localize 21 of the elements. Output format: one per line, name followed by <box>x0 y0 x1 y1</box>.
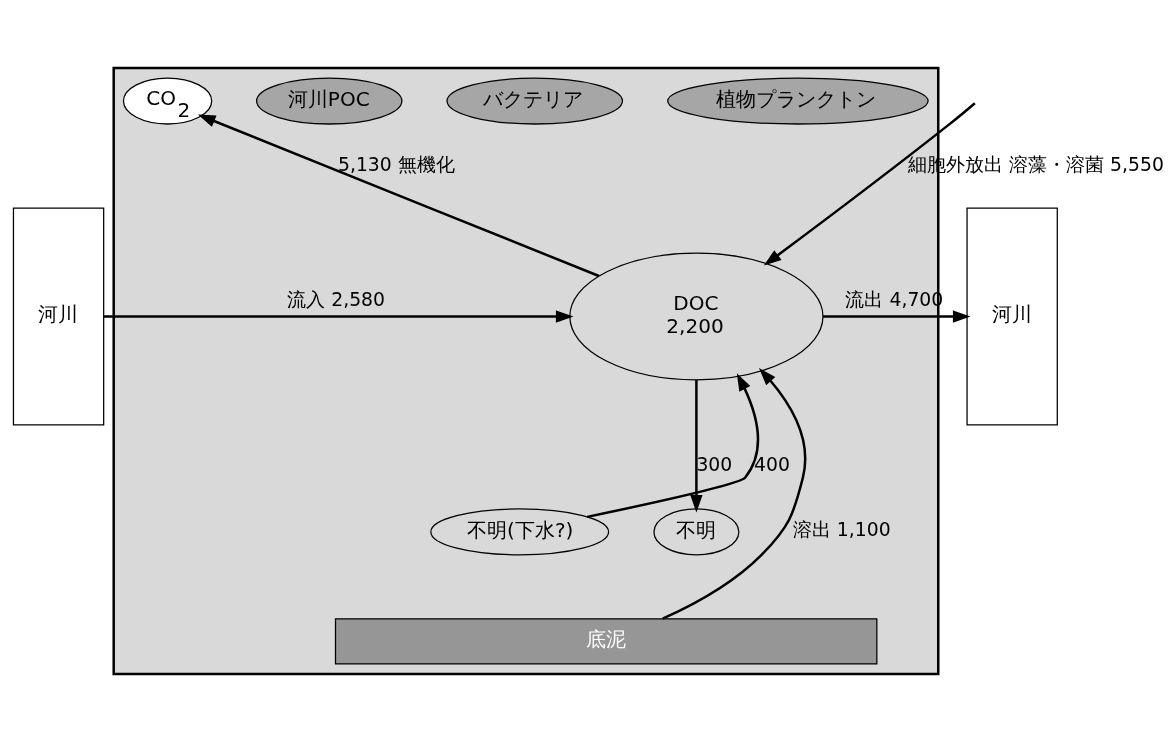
node-box: 底泥 <box>334 617 878 665</box>
node-ellipse: 不明 <box>653 507 740 555</box>
node-ellipse: 河川POC <box>255 77 403 125</box>
edge-label: 流入 2,580 <box>287 288 386 310</box>
edge-label: 5,130 無機化 <box>338 153 455 174</box>
node-box: 河川 <box>12 206 105 425</box>
node-ellipse: 不明(下水?) <box>430 507 610 555</box>
edge-label: 400 <box>754 453 790 475</box>
node-ellipse: 植物プランクトン <box>667 77 929 125</box>
node-ellipse: バクテリア <box>446 77 624 125</box>
node-ellipse: DOC 2,200 <box>569 252 824 380</box>
arrow <box>662 367 807 620</box>
edge-label: 300 <box>696 453 733 475</box>
arrow <box>690 379 703 513</box>
arrow <box>586 372 760 518</box>
arrow <box>823 309 971 323</box>
edge-label: 溶出 1,100 <box>792 518 891 540</box>
arrow <box>763 101 976 266</box>
arrow <box>103 309 574 323</box>
arrow <box>197 114 600 277</box>
node-box: 河川 <box>966 206 1058 425</box>
